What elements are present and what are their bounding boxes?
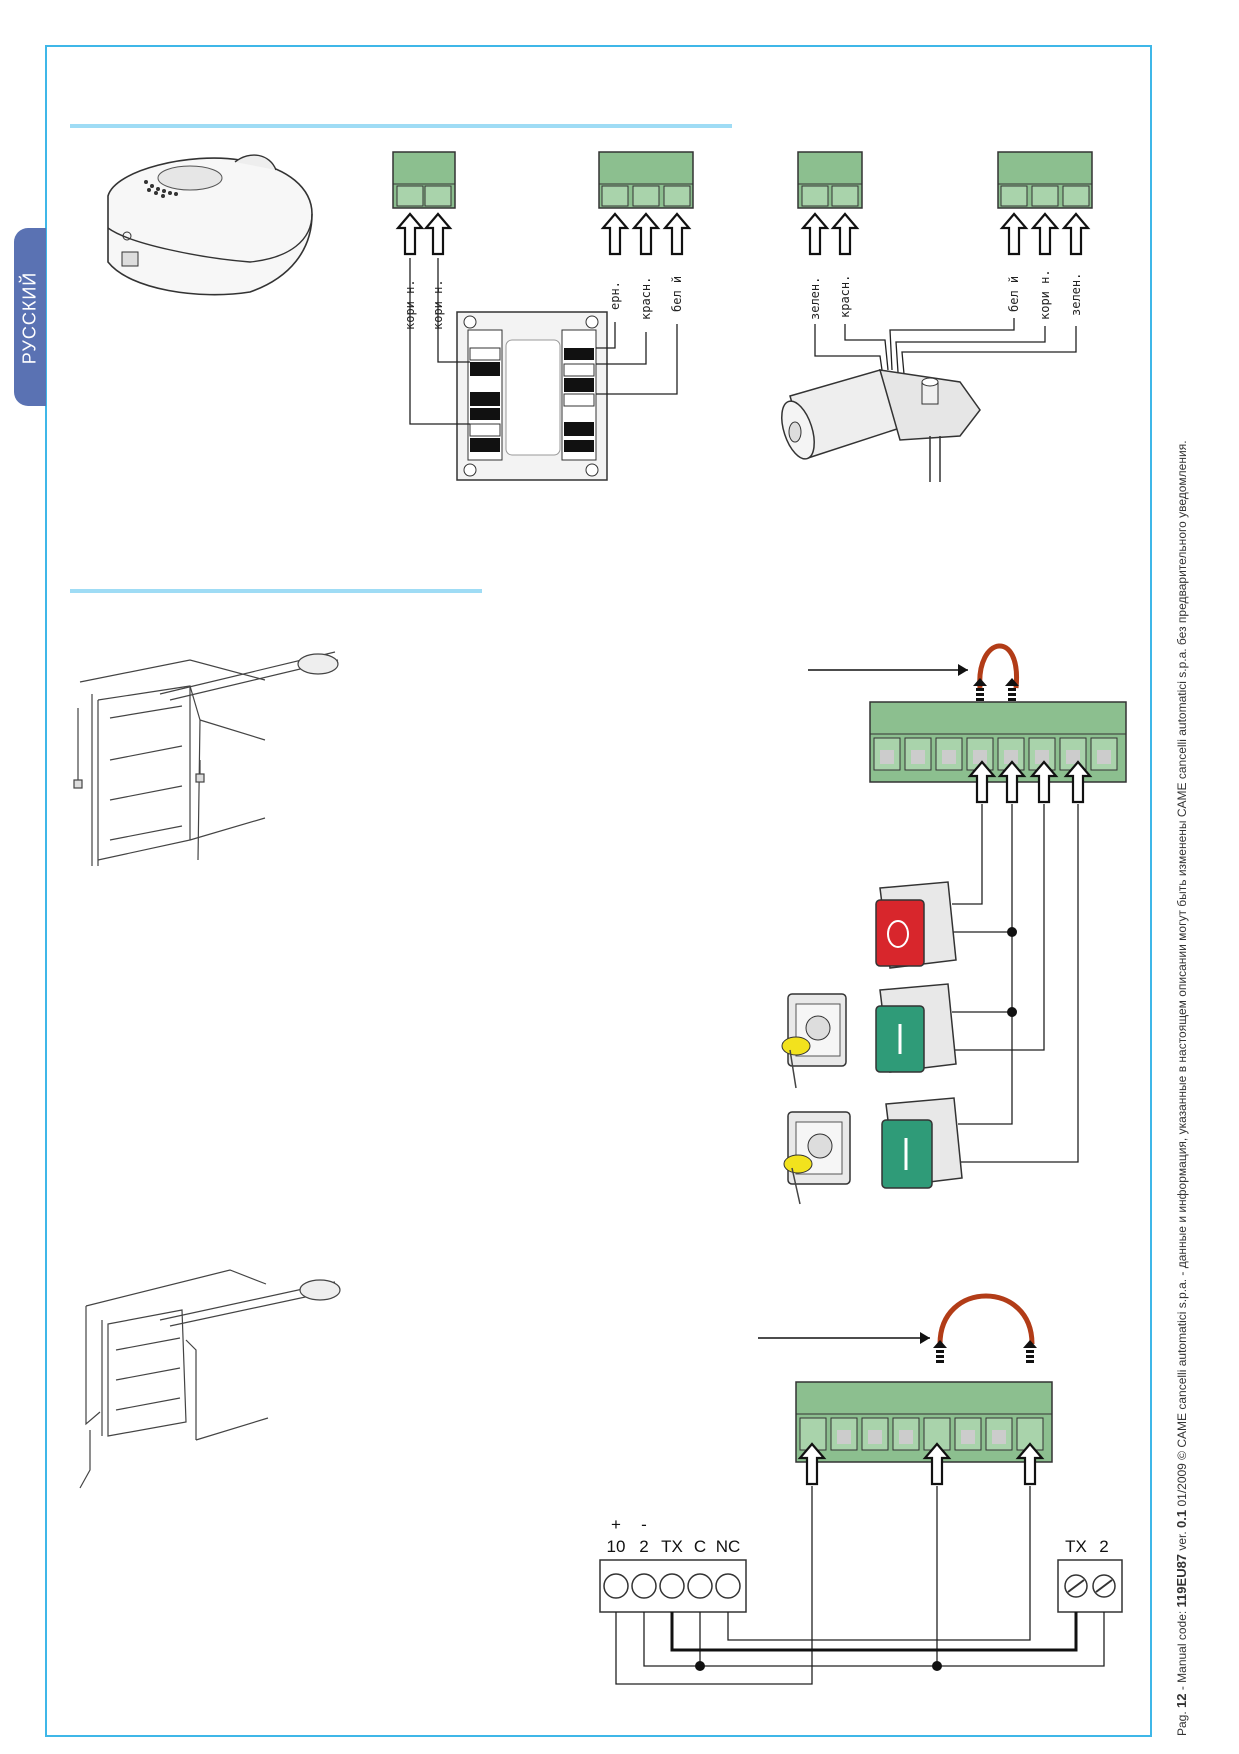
polarity-plus: + [611,1515,621,1534]
photocell-icon [1057,1559,1123,1613]
wire-label: зелен. [1069,273,1083,316]
language-tab [14,228,46,406]
footer-code-text: - Manual code: [1175,1607,1189,1694]
section-rule-middle [70,589,482,593]
transformer-wires [409,258,678,425]
safety-terminal-block [795,1381,1053,1463]
transformer-wire-labels: кори н. кори н. ерн. красн. бел й [403,276,684,330]
control-terminal-block [869,701,1127,783]
page-frame [45,45,1152,1737]
terminal-label: 2 [1099,1537,1108,1556]
version: 0.1 [1174,1509,1189,1528]
garage-door-icon [79,1269,341,1489]
photocell-wire-tx [670,1612,1078,1652]
wire-label: красн. [639,277,653,320]
start-button-icon [881,1097,963,1189]
jumper-arrow [973,678,987,701]
transformer-terminal-right [598,151,694,256]
key-selector-icon [781,993,847,1089]
gearmotor-icon [781,369,981,482]
jumper-wire [937,1293,1035,1345]
jumper-arrow [933,1340,947,1363]
motor-wire-labels: зелен. красн. бел й кори н. зелен. [808,269,1083,320]
wire-label: бел й [1007,276,1021,312]
photocell-wires [615,1486,1105,1685]
footer-rest: 01/2009 © CAME cancelli automatici s.p.a… [1175,440,1189,1510]
transformer-icon [456,311,608,481]
footer-prefix: Pag. [1175,1707,1189,1736]
transformer-terminal-left [392,151,456,256]
terminal-label: TX [661,1537,683,1556]
motor-terminal-right [997,151,1093,256]
lamp-housing-icon [107,154,313,296]
terminal-label: 10 [607,1537,626,1556]
stop-button-icon [875,881,957,969]
key-selector-icon [783,1111,851,1205]
control-wires [952,804,1079,1163]
pointer-arrowhead [958,664,968,676]
junction-dot [695,1661,705,1671]
footer-version-text: ver. [1175,1527,1189,1554]
terminal-label: NC [716,1537,741,1556]
junction-dot [1007,927,1017,937]
terminal-label: TX [1065,1537,1087,1556]
manual-code: 119EU87 [1174,1553,1189,1608]
pointer-arrowhead [920,1332,930,1344]
terminal-label: C [694,1537,706,1556]
footer-text: Pag. 12 - Manual code: 119EU87 ver. 0.1 … [1174,440,1189,1736]
photocell-receiver-terminal [599,1559,747,1613]
junction-dot [1007,1007,1017,1017]
junction-dot [932,1661,942,1671]
jumper-wire [977,643,1020,689]
motor-terminal-left [797,151,863,256]
start-button-icon [875,983,957,1073]
page-number: 12 [1174,1693,1189,1708]
wire-label: ерн. [608,281,622,310]
section-rule-top [70,124,732,128]
jumper-arrow [1023,1340,1037,1363]
wire-label: зелен. [808,277,822,320]
wire-label: кори н. [1038,269,1052,320]
wire-label: бел й [670,276,684,312]
motor-wires [814,318,1077,375]
garage-door-icon [73,651,339,866]
wire-label: красн. [838,275,852,318]
polarity-minus: - [641,1515,647,1534]
terminal-label: 2 [639,1537,648,1556]
